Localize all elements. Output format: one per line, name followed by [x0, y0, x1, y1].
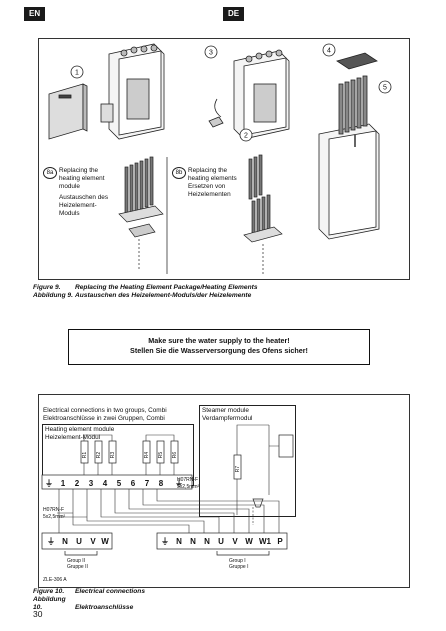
terminal-left-V: V	[90, 537, 96, 546]
figure-9-caption: Figure 9. Replacing the Heating Element P…	[33, 284, 257, 300]
panel-8b-en-1: Replacing the	[188, 167, 228, 174]
module-label-en: Heating element module	[45, 426, 115, 433]
figure-10-label-en: Figure 10.	[33, 588, 65, 595]
panel-8b-text: Replacing the heating elements Ersetzen …	[188, 167, 248, 199]
notice-en: Make sure the water supply to the heater…	[148, 336, 290, 345]
group-1-de: Gruppe I	[229, 564, 248, 570]
steamer-label-de: Verdampfermodul	[202, 415, 253, 422]
panel-8a-en-3: module	[59, 183, 80, 190]
figure-9-label-de: Abbildung 9.	[33, 292, 73, 299]
callout-2	[239, 128, 253, 142]
callout-4-label: 4	[327, 48, 331, 55]
notice-de: Stellen Sie die Wasserversorgung des Ofe…	[130, 346, 308, 355]
lang-tag-de: DE	[223, 7, 245, 21]
cable-1-size: 5x2,5mm²	[177, 484, 200, 490]
figure-9-label-en: Figure 9.	[33, 284, 61, 291]
terminal-left-W: W	[101, 537, 109, 546]
group-1-en: Group I	[229, 558, 246, 564]
figure-9-text-de: Austauschen des Heizelement-Moduls/der H…	[75, 292, 252, 299]
terminal-top-1: 1	[61, 479, 66, 488]
panel-8a-de-3: Moduls	[59, 210, 80, 217]
terminal-right-U: U	[218, 537, 224, 546]
callout-3	[204, 45, 218, 59]
figure-10-text-de: Elektroanschlüsse	[75, 604, 134, 611]
terminal-top-pe-right: ⏚	[175, 479, 183, 488]
callout-1-label: 1	[75, 70, 79, 77]
lang-tag-en: EN	[24, 7, 46, 21]
panel-8b-mark: 8b	[172, 167, 186, 179]
fig10-title-de: Elektroanschlüsse in zwei Gruppen, Combi	[43, 415, 165, 422]
figure-10-caption: Figure 10. Electrical connections Abbildu…	[33, 588, 145, 612]
door-panel-drawing	[48, 83, 88, 140]
heater-drawing-center	[208, 49, 290, 140]
terminal-right-N1: N	[176, 537, 182, 546]
callout-1	[70, 65, 84, 79]
terminal-right-V: V	[232, 537, 238, 546]
panel-8a-mark: 8a	[43, 167, 57, 179]
callout-5	[378, 80, 392, 94]
heater-drawing-right	[318, 52, 380, 240]
cable-2-size: 5x2,5mm²	[43, 514, 66, 520]
panel-8a-de-1: Austauschen des	[59, 194, 109, 201]
heater-drawing-left	[100, 43, 165, 140]
element-R1: R1	[82, 452, 88, 459]
terminal-right-N3: N	[204, 537, 210, 546]
terminal-top-6: 6	[131, 479, 136, 488]
figure-10-text-en: Electrical connections	[75, 588, 145, 595]
heater-illustration: 1 2 3 4 5	[48, 43, 392, 274]
diagram-code: ZLE-306 A	[43, 577, 67, 583]
callout-4	[322, 43, 336, 57]
group-2-en: Group II	[67, 558, 85, 564]
steamer-module-box: Steamer module Verdampfermodul	[199, 405, 296, 517]
callout-2-label: 2	[244, 133, 248, 140]
group-2-de: Gruppe II	[67, 564, 88, 570]
water-supply-notice: Make sure the water supply to the heater…	[68, 329, 370, 365]
callout-3-label: 3	[209, 50, 213, 57]
cable-2-type: H07RN-F	[43, 507, 64, 513]
element-R3: R3	[110, 452, 116, 459]
terminal-left-N: N	[62, 537, 68, 546]
fig10-title-en: Electrical connections in two groups, Co…	[43, 407, 167, 414]
figure-9-text-en: Replacing the Heating Element Package/He…	[75, 284, 258, 291]
page-number: 30	[33, 609, 43, 619]
terminal-right-N2: N	[190, 537, 196, 546]
panel-8b-de-2: Heizelementen	[188, 191, 231, 198]
heating-elements-drawing	[243, 154, 283, 274]
panel-8a-text: Replacing the heating element module Aus…	[59, 167, 119, 218]
panel-8a-en-2: heating element	[59, 175, 105, 182]
cable-1-type: H07RN-F	[177, 477, 198, 483]
panel-8a-de-2: Heizelement-	[59, 202, 97, 209]
heating-element-module-drawing	[118, 156, 164, 271]
terminal-top-2: 2	[75, 479, 80, 488]
terminal-top-pe-left: ⏚	[45, 479, 53, 488]
terminal-top-7: 7	[145, 479, 150, 488]
terminal-right-pe: ⏚	[161, 537, 169, 546]
terminal-top-5: 5	[117, 479, 122, 488]
callout-5-label: 5	[383, 85, 387, 92]
figure-9-panel: 1 2 3 4 5 8a Replacing the heating eleme…	[38, 38, 410, 280]
element-R4: R4	[144, 452, 150, 459]
terminal-left-U: U	[76, 537, 82, 546]
element-R2: R2	[96, 452, 102, 459]
terminal-right-W: W	[245, 537, 253, 546]
panel-8a-en-1: Replacing the	[59, 167, 99, 174]
element-R5: R5	[158, 452, 164, 459]
wiring-diagram: R1 R2 R3 R4 R5 R6 R7 ⏚ 1 2 3 4 5 6 7 8 ⏚…	[41, 424, 294, 583]
terminal-right-W1: W1	[259, 537, 272, 546]
terminal-top-3: 3	[89, 479, 94, 488]
figure-10-panel: Electrical connections in two groups, Co…	[38, 394, 410, 588]
terminal-left-pe: ⏚	[47, 537, 55, 546]
terminal-right-P: P	[277, 537, 283, 546]
element-R6: R6	[172, 452, 178, 459]
element-R7: R7	[235, 466, 241, 473]
panel-8b-en-2: heating elements	[188, 175, 237, 182]
steamer-label-en: Steamer module	[202, 407, 249, 414]
terminal-top-4: 4	[103, 479, 108, 488]
figure-10-label-de: Abbildung 10.	[33, 596, 66, 611]
terminal-top-8: 8	[159, 479, 164, 488]
module-label-de: Heizelement-Modul	[45, 434, 101, 441]
panel-8b-de-1: Ersetzen von	[188, 183, 226, 190]
